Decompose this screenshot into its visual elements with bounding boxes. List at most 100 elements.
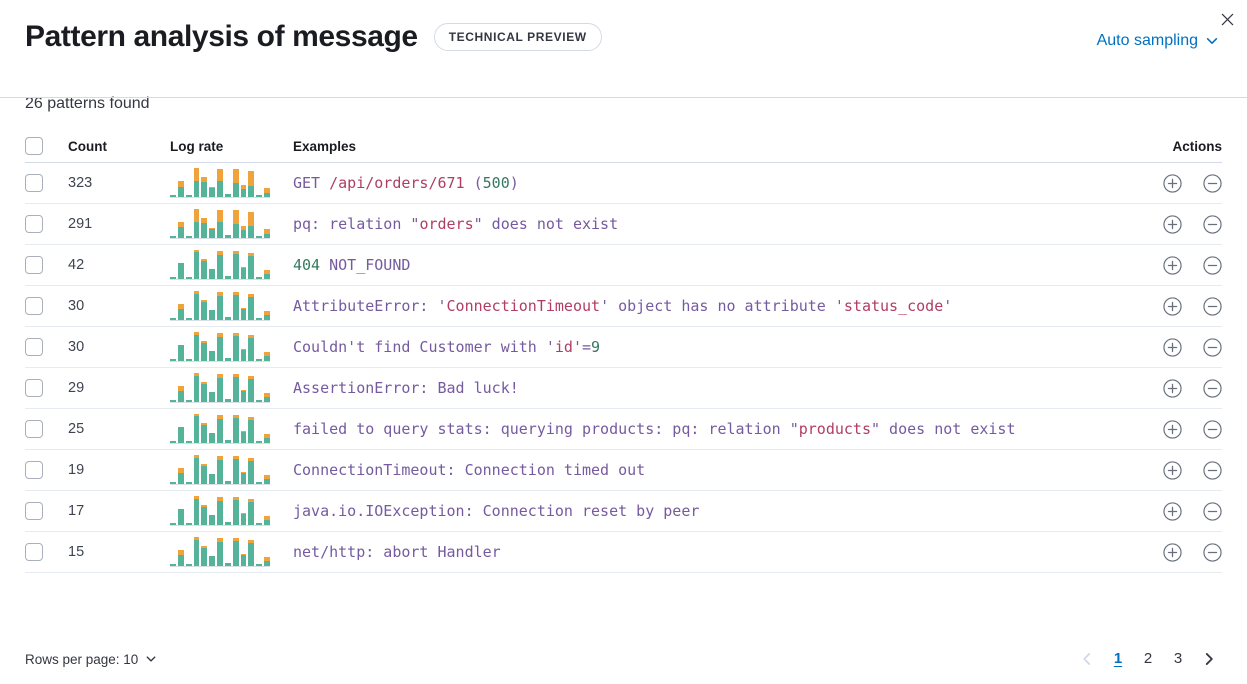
row-count: 291 <box>68 216 93 232</box>
log-rate-sparkline <box>170 250 270 280</box>
filter-in-button[interactable] <box>1163 501 1182 521</box>
log-rate-sparkline <box>170 496 270 526</box>
minus-circle-icon <box>1203 337 1222 357</box>
rows-per-page-label: Rows per page: 10 <box>25 651 139 667</box>
plus-circle-icon <box>1163 173 1182 193</box>
row-checkbox[interactable] <box>25 338 43 356</box>
page-button-1[interactable]: 1 <box>1106 647 1130 671</box>
table-row: 19 ConnectionTimeout: Connection timed o… <box>25 450 1222 491</box>
row-count: 25 <box>68 421 85 437</box>
table-row: 17 java.io.IOException: Connection reset… <box>25 491 1222 532</box>
filter-out-button[interactable] <box>1203 501 1222 521</box>
plus-circle-icon <box>1163 214 1182 234</box>
plus-circle-icon <box>1163 337 1182 357</box>
example-text: AssertionError: Bad luck! <box>293 379 519 397</box>
table-row: 15 net/http: abort Handler <box>25 532 1222 573</box>
filter-in-button[interactable] <box>1163 460 1182 480</box>
column-header-actions: Actions <box>1172 138 1222 154</box>
select-all-checkbox[interactable] <box>25 137 43 155</box>
plus-circle-icon <box>1163 378 1182 398</box>
previous-page-button[interactable] <box>1074 648 1100 670</box>
table-row: 25 failed to query stats: querying produ… <box>25 409 1222 450</box>
technical-preview-badge: TECHNICAL PREVIEW <box>433 23 602 51</box>
row-count: 30 <box>68 298 85 314</box>
sampling-dropdown[interactable]: Auto sampling <box>1097 32 1219 50</box>
flyout-header: Pattern analysis of message TECHNICAL PR… <box>0 0 1247 98</box>
pattern-table-body: 323 GET /api/orders/671 (500) 291 <box>25 163 1222 573</box>
filter-out-button[interactable] <box>1203 173 1222 193</box>
page-button-3[interactable]: 3 <box>1166 647 1190 671</box>
table-row: 323 GET /api/orders/671 (500) <box>25 163 1222 204</box>
row-count: 30 <box>68 339 85 355</box>
row-count: 323 <box>68 175 93 191</box>
row-count: 15 <box>68 544 85 560</box>
row-checkbox[interactable] <box>25 420 43 438</box>
column-header-count: Count <box>68 138 107 154</box>
content: 26 patterns found Count Log rate Example… <box>0 54 1247 573</box>
rows-per-page-dropdown[interactable]: Rows per page: 10 <box>25 652 157 667</box>
filter-in-button[interactable] <box>1163 419 1182 439</box>
log-rate-sparkline <box>170 414 270 444</box>
log-rate-sparkline <box>170 291 270 321</box>
plus-circle-icon <box>1163 542 1182 562</box>
page-title: Pattern analysis of message <box>25 20 418 53</box>
row-checkbox[interactable] <box>25 502 43 520</box>
filter-out-button[interactable] <box>1203 419 1222 439</box>
minus-circle-icon <box>1203 296 1222 316</box>
minus-circle-icon <box>1203 501 1222 521</box>
chevron-left-icon <box>1083 653 1091 665</box>
filter-in-button[interactable] <box>1163 296 1182 316</box>
plus-circle-icon <box>1163 255 1182 275</box>
row-checkbox[interactable] <box>25 543 43 561</box>
filter-in-button[interactable] <box>1163 214 1182 234</box>
filter-in-button[interactable] <box>1163 378 1182 398</box>
log-rate-sparkline <box>170 537 270 567</box>
filter-in-button[interactable] <box>1163 542 1182 562</box>
table-row: 291 pq: relation "orders" does not exist <box>25 204 1222 245</box>
log-rate-sparkline <box>170 373 270 403</box>
column-header-log-rate: Log rate <box>170 138 224 154</box>
pattern-table: Count Log rate Examples Actions 323 GET … <box>25 130 1222 573</box>
example-text: java.io.IOException: Connection reset by… <box>293 502 700 520</box>
plus-circle-icon <box>1163 296 1182 316</box>
filter-out-button[interactable] <box>1203 296 1222 316</box>
filter-in-button[interactable] <box>1163 255 1182 275</box>
filter-in-button[interactable] <box>1163 337 1182 357</box>
filter-out-button[interactable] <box>1203 214 1222 234</box>
minus-circle-icon <box>1203 419 1222 439</box>
table-row: 30 Couldn't find Customer with 'id'=9 <box>25 327 1222 368</box>
log-rate-sparkline <box>170 455 270 485</box>
filter-out-button[interactable] <box>1203 255 1222 275</box>
minus-circle-icon <box>1203 378 1222 398</box>
minus-circle-icon <box>1203 255 1222 275</box>
filter-out-button[interactable] <box>1203 378 1222 398</box>
page-button-2[interactable]: 2 <box>1136 647 1160 671</box>
table-row: 30 AttributeError: 'ConnectionTimeout' o… <box>25 286 1222 327</box>
row-checkbox[interactable] <box>25 174 43 192</box>
minus-circle-icon <box>1203 542 1222 562</box>
sampling-label: Auto sampling <box>1096 32 1198 49</box>
header-divider <box>0 97 1247 98</box>
close-button[interactable] <box>1214 6 1241 36</box>
filter-in-button[interactable] <box>1163 173 1182 193</box>
example-text: AttributeError: 'ConnectionTimeout' obje… <box>293 297 953 315</box>
row-checkbox[interactable] <box>25 297 43 315</box>
row-checkbox[interactable] <box>25 461 43 479</box>
filter-out-button[interactable] <box>1203 542 1222 562</box>
row-checkbox[interactable] <box>25 215 43 233</box>
filter-out-button[interactable] <box>1203 460 1222 480</box>
close-icon <box>1221 13 1234 26</box>
row-checkbox[interactable] <box>25 379 43 397</box>
chevron-down-icon <box>1206 38 1218 44</box>
example-text: failed to query stats: querying products… <box>293 420 1016 438</box>
row-checkbox[interactable] <box>25 256 43 274</box>
filter-out-button[interactable] <box>1203 337 1222 357</box>
chevron-down-icon <box>146 656 156 662</box>
plus-circle-icon <box>1163 501 1182 521</box>
patterns-found-summary: 26 patterns found <box>25 95 150 112</box>
next-page-button[interactable] <box>1196 648 1222 670</box>
minus-circle-icon <box>1203 214 1222 234</box>
